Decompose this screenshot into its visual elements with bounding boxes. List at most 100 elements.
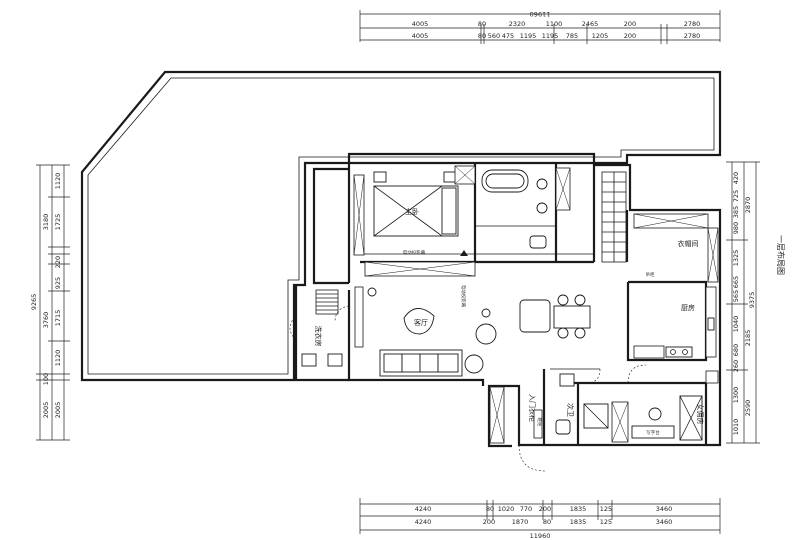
top-dim-200a: 200 <box>624 20 636 28</box>
top-dim-2465: 2465 <box>582 20 599 28</box>
bottom-dim-80a: 80 <box>486 505 494 513</box>
kitchen-counter-bottom <box>633 345 665 359</box>
left-dim-3760: 3760 <box>42 312 50 329</box>
bottom-dim-1020: 1020 <box>498 505 515 513</box>
left-dim-1120b: 1120 <box>54 350 62 367</box>
sink-2 <box>536 202 548 214</box>
right-dim-565: 565 <box>732 290 740 302</box>
left-dim-1715: 1715 <box>54 310 62 327</box>
living-room: 客厅 电动投影幕 <box>354 285 497 377</box>
top-dim-1195a: 1195 <box>520 32 537 40</box>
right-dim-725: 725 <box>732 190 740 202</box>
top-dim-2320: 2320 <box>509 20 526 28</box>
right-dim-665: 665 <box>732 276 740 288</box>
laundry-door-inner <box>334 305 350 323</box>
master-bedroom: 主卧 电动投影幕 <box>353 165 476 277</box>
bottom-dim-4240a: 4240 <box>415 505 432 513</box>
left-dim-2005b: 2005 <box>54 402 62 419</box>
living-room-label: 客厅 <box>414 318 428 327</box>
top-total-dim: 11960 <box>530 10 551 18</box>
left-dim-1725: 1725 <box>54 214 62 231</box>
right-dim-420: 420 <box>732 172 740 184</box>
bottom-dim-80b: 80 <box>543 518 551 526</box>
armchair <box>475 323 497 345</box>
master-bedroom-label: 主卧 <box>405 207 419 216</box>
bottom-dim-200b: 200 <box>483 518 495 526</box>
second-toilet <box>555 419 571 435</box>
shoe-cabinet-label: 鞋柜 <box>536 418 543 427</box>
top-dim-475: 475 <box>502 32 514 40</box>
floor-lamp <box>481 308 491 318</box>
bottom-dim-1835b: 1835 <box>570 518 587 526</box>
top-dim-2780a: 2780 <box>684 20 701 28</box>
right-dim-2870: 2870 <box>744 197 752 214</box>
kitchen: 厨房 吊柜 <box>633 271 717 359</box>
shoe-cabinet <box>533 409 543 439</box>
bottom-dim-3460a: 3460 <box>656 505 673 513</box>
laundry-room: 洗衣房 <box>289 289 350 367</box>
bottom-dimension-chain: 4240 80 1020 770 200 1835 125 3460 4240 … <box>359 498 721 540</box>
kitchen-label: 厨房 <box>681 303 695 312</box>
top-dim-4005b: 4005 <box>412 32 429 40</box>
side-table <box>464 354 484 374</box>
kitchen-sink <box>707 317 715 331</box>
top-dim-560: 560 <box>488 32 500 40</box>
right-dim-1300: 1300 <box>732 387 740 404</box>
terrace-outline <box>80 70 722 382</box>
plan-title: 一层布局图 <box>776 235 786 275</box>
nightstand-left <box>373 171 387 183</box>
coffee-table <box>403 308 435 335</box>
right-dim-1325: 1325 <box>732 250 740 267</box>
living-screen-label: 电动投影幕 <box>460 285 467 308</box>
desk <box>631 425 675 439</box>
bottom-dim-770: 770 <box>520 505 532 513</box>
desk-chair <box>648 407 662 421</box>
entrance: 入门衣柜 鞋柜 <box>489 386 546 472</box>
dining-area <box>519 294 591 339</box>
wash-basin <box>559 373 575 387</box>
bottom-dim-1870: 1870 <box>512 518 529 526</box>
right-dim-385: 385 <box>732 206 740 218</box>
desk-label: 写字台 <box>646 429 660 436</box>
left-dim-3180: 3180 <box>42 214 50 231</box>
bed-headboard <box>441 187 457 235</box>
bottom-dim-125a: 125 <box>600 505 612 513</box>
top-dim-80a: 80 <box>478 20 486 28</box>
left-total-dim: 9265 <box>30 294 38 311</box>
right-dim-2590: 2590 <box>744 400 752 417</box>
right-dim-1040: 1040 <box>732 316 740 333</box>
laundry-door <box>289 315 297 341</box>
dryer <box>327 353 343 367</box>
laundry-label: 洗衣房 <box>314 326 323 347</box>
right-dim-980: 980 <box>732 222 740 234</box>
second-bath-label: 次卫 <box>566 403 575 417</box>
top-dim-4005a: 4005 <box>412 20 429 28</box>
bottom-total-dim: 11960 <box>530 532 551 540</box>
staircase <box>601 171 627 263</box>
right-dim-680: 680 <box>732 344 740 356</box>
bedroom-screen-label: 电动投影幕 <box>403 249 426 256</box>
nightstand-right <box>443 171 457 183</box>
left-dim-925: 925 <box>54 277 62 289</box>
maid-room: 写字台 女佣房 <box>611 364 719 443</box>
left-dim-100: 100 <box>42 373 50 385</box>
hanging-cabinet-label: 吊柜 <box>646 271 655 278</box>
left-dim-220: 220 <box>54 256 62 268</box>
island-counter <box>553 305 591 329</box>
bottom-dim-200a: 200 <box>539 505 551 513</box>
right-dim-260: 260 <box>732 360 740 372</box>
second-bath-door <box>585 368 601 384</box>
left-dim-1120a: 1120 <box>54 173 62 190</box>
cloakroom-label: 衣帽间 <box>678 239 699 248</box>
top-dim-200b: 200 <box>624 32 636 40</box>
entry-arrow-icon <box>460 250 468 256</box>
cloakroom: 衣帽间 <box>633 213 719 283</box>
sink-1 <box>536 178 548 190</box>
second-bathroom: 次卫 <box>555 368 609 435</box>
top-dim-80b: 80 <box>478 32 486 40</box>
living-tv-cabinet <box>354 286 364 348</box>
bottom-dim-4240b: 4240 <box>415 518 432 526</box>
maid-cabinet <box>705 370 719 384</box>
left-dimension-chain: 9265 1120 3180 1725 220 925 3760 1715 11… <box>30 164 70 441</box>
